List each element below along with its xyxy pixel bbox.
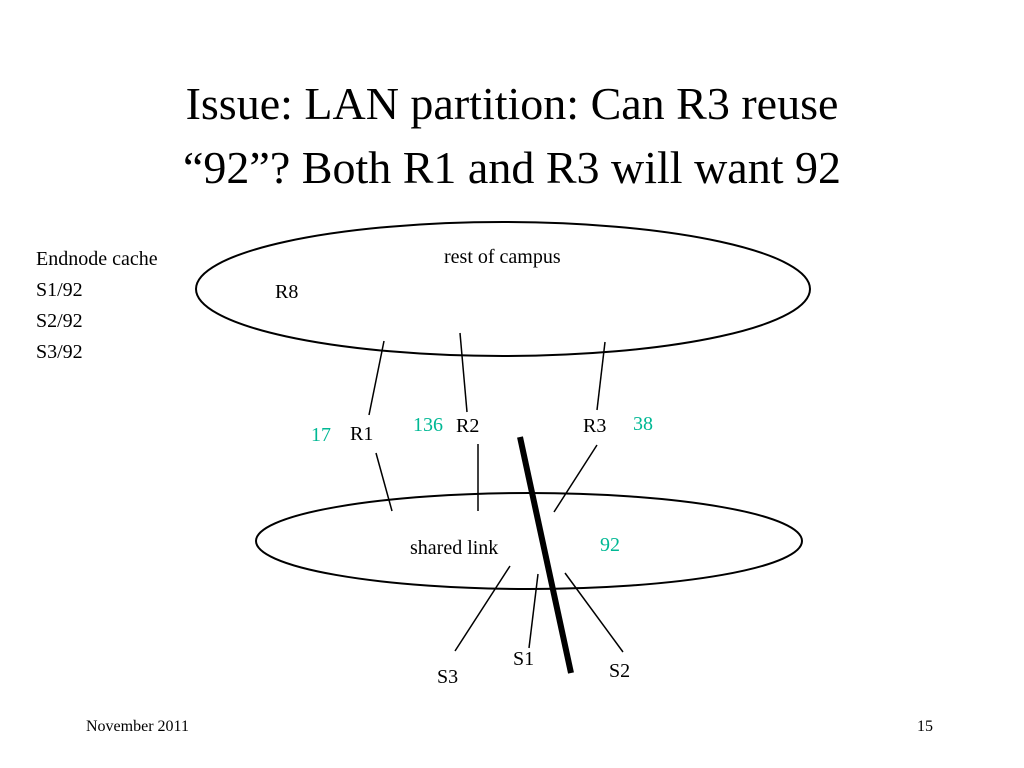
r2-campus-link [459, 332, 468, 413]
r3-id-value: 38 [633, 413, 653, 435]
shared-link-label: shared link [410, 537, 499, 559]
cache-entry-s3: S3/92 [36, 341, 83, 363]
r1-campus-link [368, 340, 385, 416]
title-close-quote: ” [249, 142, 270, 193]
s3-link [454, 565, 511, 652]
r3-shared-link [553, 444, 598, 513]
shared-link-ellipse [255, 492, 803, 590]
r2-id-value: 136 [413, 414, 443, 436]
s3-label: S3 [437, 666, 459, 688]
s1-link [528, 573, 539, 649]
r8-label: R8 [275, 281, 299, 303]
r3-campus-link [596, 341, 606, 411]
title-rest: ? Both R1 and R3 will want 92 [269, 142, 841, 193]
endnode-cache: Endnode cache S1/92 S2/92 S3/92 [36, 244, 158, 368]
title-line-1: Issue: LAN partition: Can R3 reuse [185, 78, 839, 129]
cache-entry-s2: S2/92 [36, 310, 83, 332]
footer-date: November 2011 [86, 718, 189, 735]
s1-label: S1 [513, 648, 535, 670]
partition-line [517, 436, 574, 674]
campus-ellipse [195, 221, 811, 357]
slide-title: Issue: LAN partition: Can R3 reuse “92”?… [0, 72, 1024, 200]
cache-heading: Endnode cache [36, 248, 158, 270]
cache-entry-s1: S1/92 [36, 279, 83, 301]
title-open-quote: “ [183, 142, 204, 193]
s2-label: S2 [609, 660, 631, 682]
r1-id-value: 17 [311, 424, 331, 446]
r3-label: R3 [583, 415, 607, 437]
r1-label: R1 [350, 423, 374, 445]
title-quoted-number: 92 [203, 142, 250, 193]
r1-shared-link [375, 452, 393, 512]
r2-label: R2 [456, 415, 480, 437]
shared-link-value: 92 [600, 534, 620, 556]
campus-label: rest of campus [444, 246, 561, 268]
s2-link [564, 572, 624, 653]
page-number: 15 [917, 718, 933, 735]
title-line-2: “92”? Both R1 and R3 will want 92 [0, 136, 1024, 200]
